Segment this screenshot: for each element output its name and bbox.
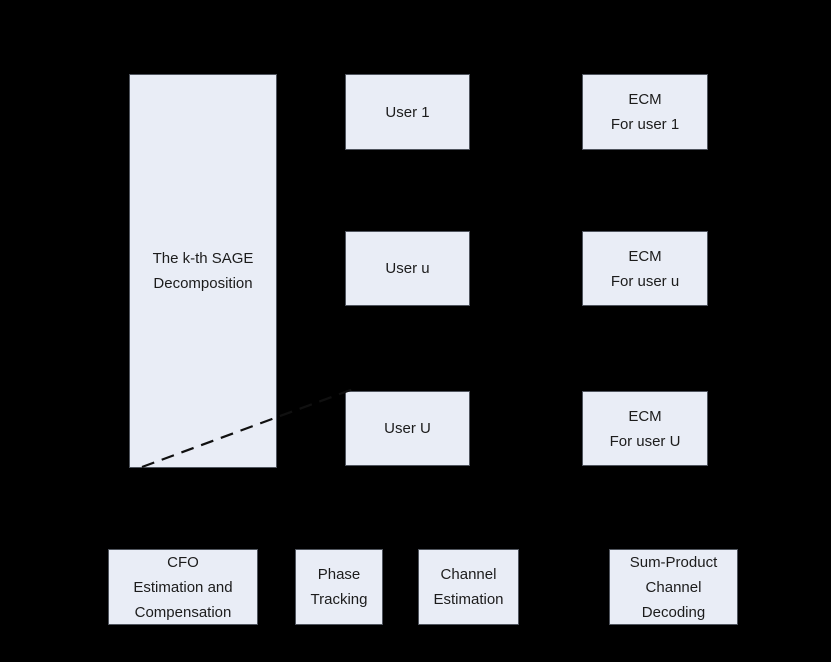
- phase-tracking-label: Phase Tracking: [310, 566, 368, 608]
- user-u-label: User u: [385, 260, 430, 277]
- sum-product-channel-decoding-box: Sum-Product Channel Decoding: [609, 549, 738, 625]
- ecm-for-user-u-label: ECM For user u: [610, 247, 680, 290]
- user-U-label: User U: [384, 420, 431, 437]
- cfo-estimation-compensation-label: CFO Estimation and Compensation: [133, 553, 233, 621]
- channel-estimation-box: Channel Estimation: [418, 549, 519, 625]
- sum-product-channel-decoding-label: Sum-Product Channel Decoding: [629, 553, 718, 621]
- sage-decomposition-label: The k-th SAGE Decomposition: [152, 250, 254, 292]
- ecm-for-user-U-label: ECM For user U: [609, 407, 681, 450]
- user-1-label: User 1: [385, 103, 430, 121]
- user-u-box: User u: [345, 231, 470, 306]
- phase-tracking-box: Phase Tracking: [295, 549, 383, 625]
- ecm-for-user-1-box: ECM For user 1: [582, 74, 708, 150]
- sage-decomposition-box: The k-th SAGE Decomposition: [129, 74, 277, 468]
- ecm-for-user-U-box: ECM For user U: [582, 391, 708, 466]
- ecm-for-user-u-box: ECM For user u: [582, 231, 708, 306]
- user-1-box: User 1: [345, 74, 470, 150]
- ecm-for-user-1-label: ECM For user 1: [610, 91, 680, 133]
- cfo-estimation-compensation-box: CFO Estimation and Compensation: [108, 549, 258, 625]
- channel-estimation-label: Channel Estimation: [433, 566, 504, 608]
- user-U-box: User U: [345, 391, 470, 466]
